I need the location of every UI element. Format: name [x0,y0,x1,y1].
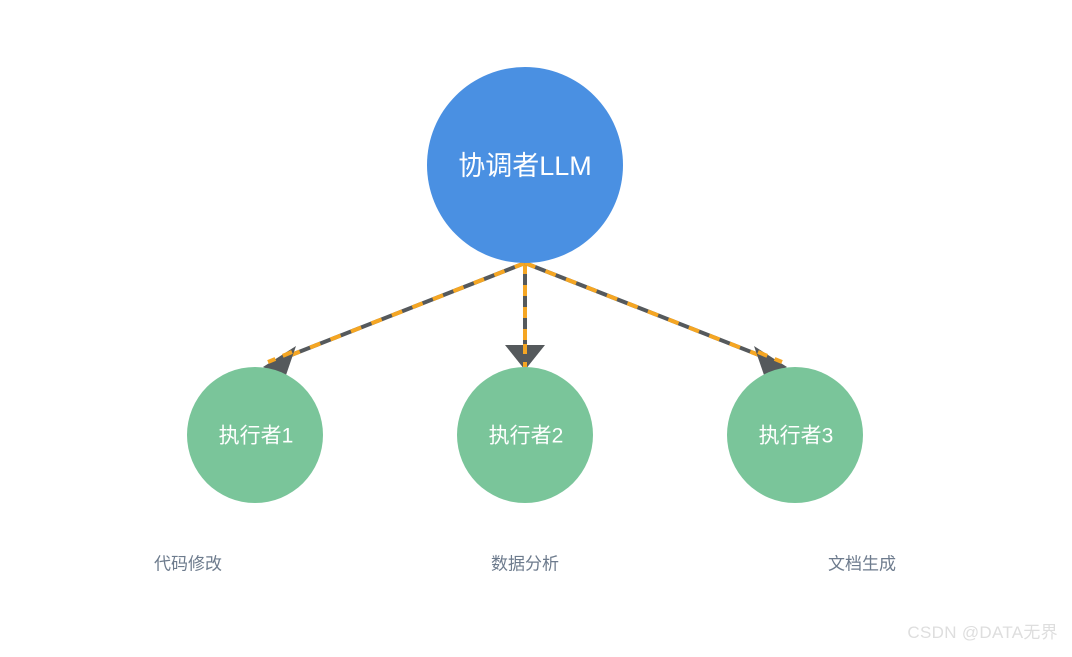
node-worker-2-circle [457,367,593,503]
node-coordinator[interactable]: 协调者LLM [427,67,623,263]
node-worker-3[interactable]: 执行者3 [727,367,863,503]
node-worker-1[interactable]: 执行者1 [187,367,323,503]
node-worker-1-circle [187,367,323,503]
edge-coordinator-worker-3[interactable] [524,261,787,378]
node-worker-3-label: 执行者3 [759,425,834,448]
node-worker-2[interactable]: 执行者2 [457,367,593,503]
caption-worker-2: 数据分析 [491,555,559,574]
arrowhead-dash-overlay [757,350,783,364]
node-worker-2-label: 执行者2 [489,425,564,448]
node-worker-1-label: 执行者1 [219,425,294,448]
edge-line-base [524,261,770,361]
edge-line-base [280,261,526,361]
edge-coordinator-worker-2[interactable] [505,263,545,370]
node-coordinator-label: 协调者LLM [458,151,592,181]
arrowhead-icon [505,345,545,370]
edge-coordinator-worker-1[interactable] [263,261,526,378]
arrowhead-dash-overlay [267,350,293,364]
node-coordinator-circle [427,67,623,263]
node-worker-3-circle [727,367,863,503]
caption-worker-3: 文档生成 [828,555,896,574]
caption-worker-1: 代码修改 [154,555,222,574]
csdn-watermark: CSDN @DATA无界 [907,623,1058,642]
